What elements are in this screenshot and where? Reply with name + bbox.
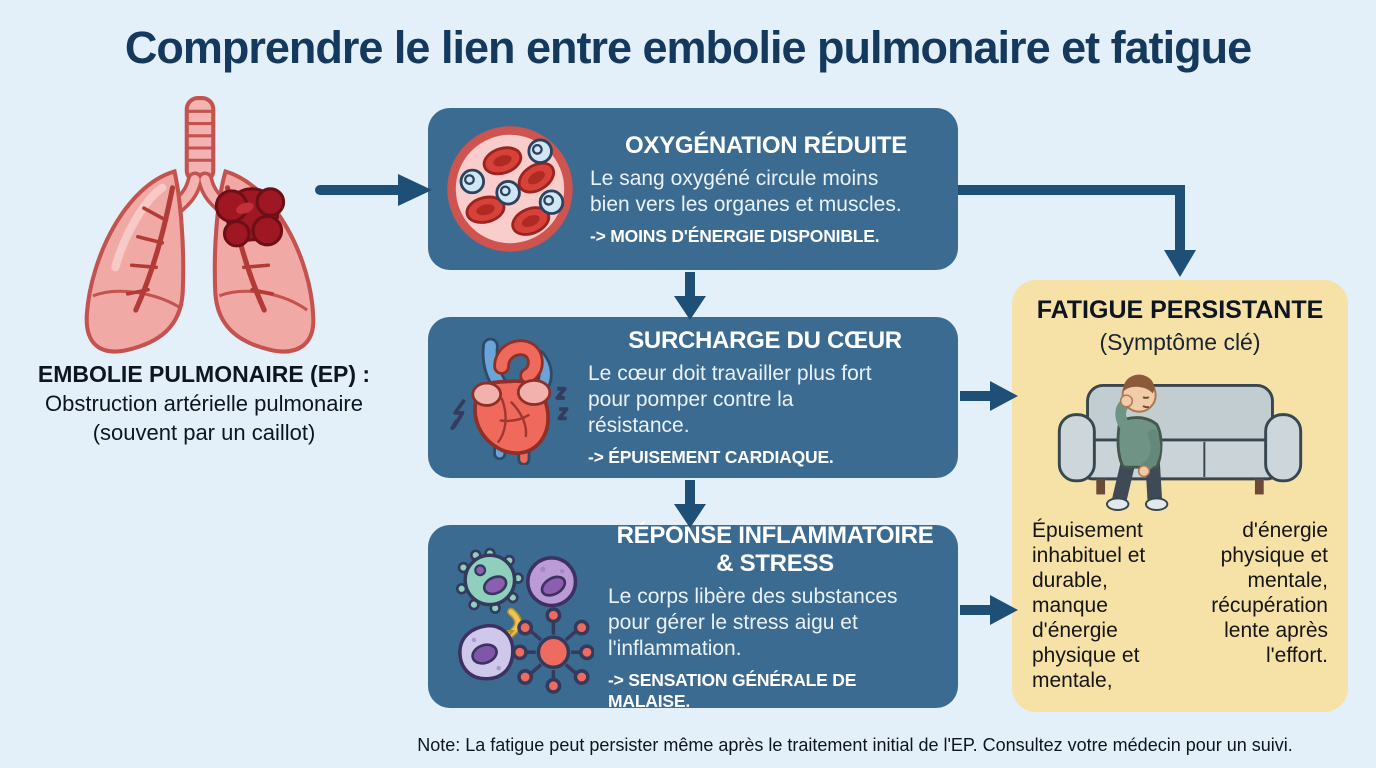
embolism-label-line3: (souvent par un caillot): [92, 420, 316, 445]
step-title: RÉPONSE INFLAMMATOIRE & STRESS: [616, 521, 934, 577]
lungs-embolism-icon: [56, 94, 342, 356]
step-consequence: -> ÉPUISEMENT CARDIAQUE.: [588, 447, 834, 467]
step-consequence: -> MOINS D'ÉNERGIE DISPONIBLE.: [590, 225, 880, 246]
embolism-label-title: EMBOLIE PULMONAIRE (EP) :: [37, 361, 371, 387]
immune-cells-icon: [444, 537, 594, 697]
result-symptoms-right: d'énergie physique et mentale, récupérat…: [1211, 519, 1328, 667]
tired-person-couch-icon: [1034, 364, 1326, 512]
step-title: SURCHARGE DU CŒUR: [628, 327, 902, 354]
embolism-label: EMBOLIE PULMONAIRE (EP) : Obstruction ar…: [8, 360, 400, 447]
step-inflammation: RÉPONSE INFLAMMATOIRE & STRESS Le corps …: [428, 521, 958, 711]
step-body: Le sang oxygéné circule moins bien vers …: [590, 166, 902, 216]
result-symptoms: Épuisement inhabituel et durable, manque…: [1012, 512, 1348, 693]
page-title: Comprendre le lien entre embolie pulmona…: [124, 22, 1252, 73]
step-consequence: -> SENSATION GÉNÉRALE DE MALAISE.: [608, 669, 857, 711]
result-symptoms-left: Épuisement inhabituel et durable, manque…: [1032, 519, 1146, 692]
blood-vessel-oxygen-icon: [444, 123, 576, 255]
step-heart-overload: SURCHARGE DU CŒUR Le cœur doit travaille…: [428, 317, 958, 478]
strained-heart-icon: [444, 331, 574, 465]
result-subtitle: (Symptôme clé): [1099, 329, 1261, 355]
footer-note: Note: La fatigue peut persister même apr…: [417, 735, 1293, 755]
embolism-label-line2: Obstruction artérielle pulmonaire: [45, 391, 363, 416]
result-title: FATIGUE PERSISTANTE: [1036, 296, 1324, 324]
result-fatigue-box: FATIGUE PERSISTANTE (Symptôme clé): [1012, 280, 1348, 712]
step-body: Le cœur doit travailler plus fort pour p…: [588, 362, 872, 437]
step-title: OXYGÉNATION RÉDUITE: [625, 131, 907, 159]
step-oxygenation: OXYGÉNATION RÉDUITE Le sang oxygéné circ…: [428, 108, 958, 270]
step-body: Le corps libère des substances pour gére…: [608, 584, 898, 660]
